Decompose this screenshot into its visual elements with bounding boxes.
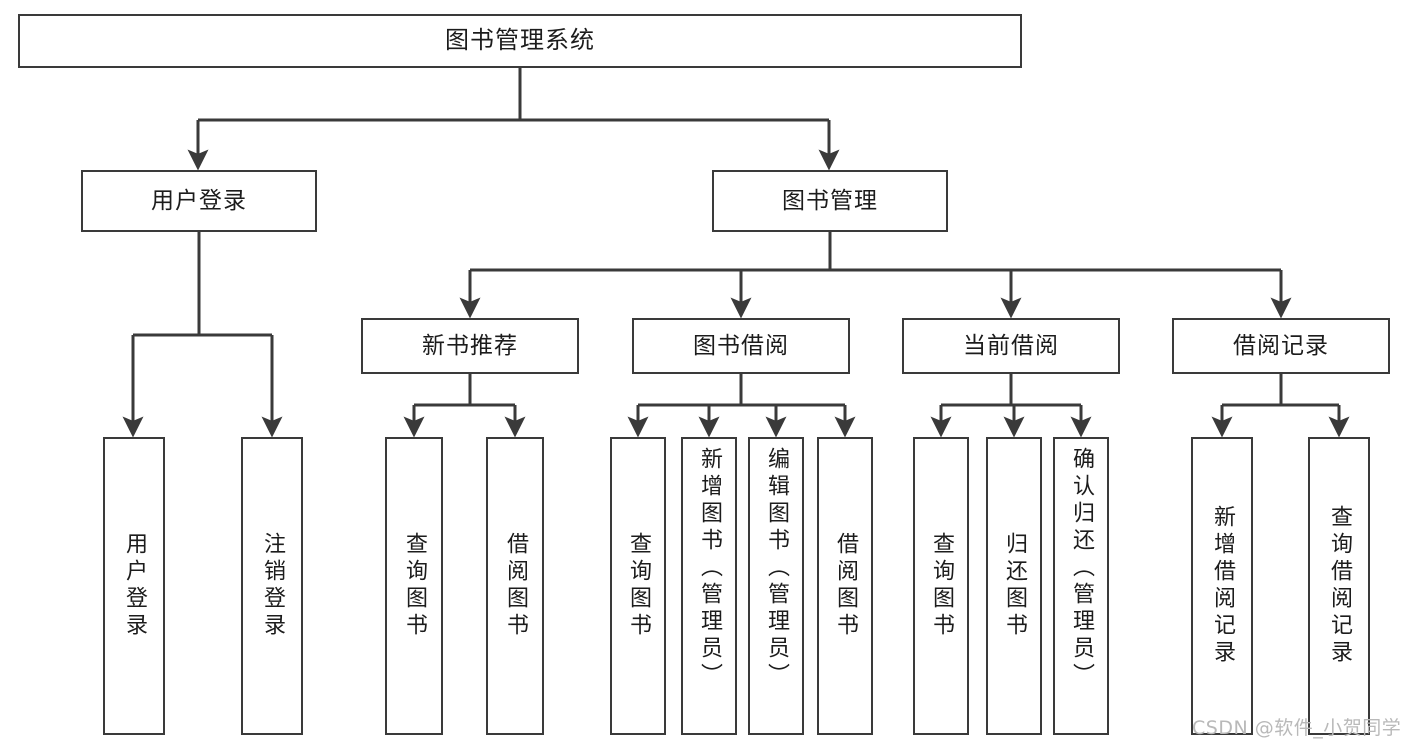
node-label: 归还图书 bbox=[1002, 532, 1027, 640]
csdn-watermark: CSDN @软件_小贺同学 bbox=[1192, 717, 1402, 739]
leaf-node-1[interactable]: 注销登录 bbox=[241, 437, 303, 735]
leaf-node-9[interactable]: 归还图书 bbox=[986, 437, 1042, 735]
node-label: 查询借阅记录 bbox=[1327, 505, 1352, 667]
level2-node-0[interactable]: 用户登录 bbox=[81, 170, 317, 232]
level2-node-1[interactable]: 图书管理 bbox=[712, 170, 948, 232]
node-label: 新增借阅记录 bbox=[1210, 505, 1235, 667]
leaf-node-10[interactable]: 确认归还（管理员） bbox=[1053, 437, 1109, 735]
node-label: 图书管理系统 bbox=[445, 26, 595, 55]
node-label: 用户登录 bbox=[122, 532, 147, 640]
node-label: 新书推荐 bbox=[422, 332, 518, 359]
node-label: 借阅图书 bbox=[503, 532, 528, 640]
leaf-node-6[interactable]: 编辑图书（管理员） bbox=[748, 437, 804, 735]
leaf-node-4[interactable]: 查询图书 bbox=[610, 437, 666, 735]
node-label: 查询图书 bbox=[626, 532, 651, 640]
leaf-node-0[interactable]: 用户登录 bbox=[103, 437, 165, 735]
node-label: 查询图书 bbox=[929, 532, 954, 640]
node-label: 当前借阅 bbox=[963, 332, 1059, 359]
leaf-node-8[interactable]: 查询图书 bbox=[913, 437, 969, 735]
level3-node-3[interactable]: 借阅记录 bbox=[1172, 318, 1390, 374]
leaf-node-7[interactable]: 借阅图书 bbox=[817, 437, 873, 735]
node-label: 编辑图书（管理员） bbox=[764, 447, 789, 690]
node-label: 借阅记录 bbox=[1233, 332, 1329, 359]
leaf-node-2[interactable]: 查询图书 bbox=[385, 437, 443, 735]
level3-node-0[interactable]: 新书推荐 bbox=[361, 318, 579, 374]
node-label: 注销登录 bbox=[260, 532, 285, 640]
root-node-0[interactable]: 图书管理系统 bbox=[18, 14, 1022, 68]
node-label: 图书借阅 bbox=[693, 332, 789, 359]
level3-node-1[interactable]: 图书借阅 bbox=[632, 318, 850, 374]
level3-node-2[interactable]: 当前借阅 bbox=[902, 318, 1120, 374]
node-label: 新增图书（管理员） bbox=[697, 447, 722, 690]
node-label: 借阅图书 bbox=[833, 532, 858, 640]
node-label: 图书管理 bbox=[782, 187, 878, 214]
leaf-node-11[interactable]: 新增借阅记录 bbox=[1191, 437, 1253, 735]
node-label: 查询图书 bbox=[402, 532, 427, 640]
leaf-node-3[interactable]: 借阅图书 bbox=[486, 437, 544, 735]
leaf-node-5[interactable]: 新增图书（管理员） bbox=[681, 437, 737, 735]
node-label: 确认归还（管理员） bbox=[1069, 447, 1094, 690]
leaf-node-12[interactable]: 查询借阅记录 bbox=[1308, 437, 1370, 735]
node-label: 用户登录 bbox=[151, 187, 247, 214]
